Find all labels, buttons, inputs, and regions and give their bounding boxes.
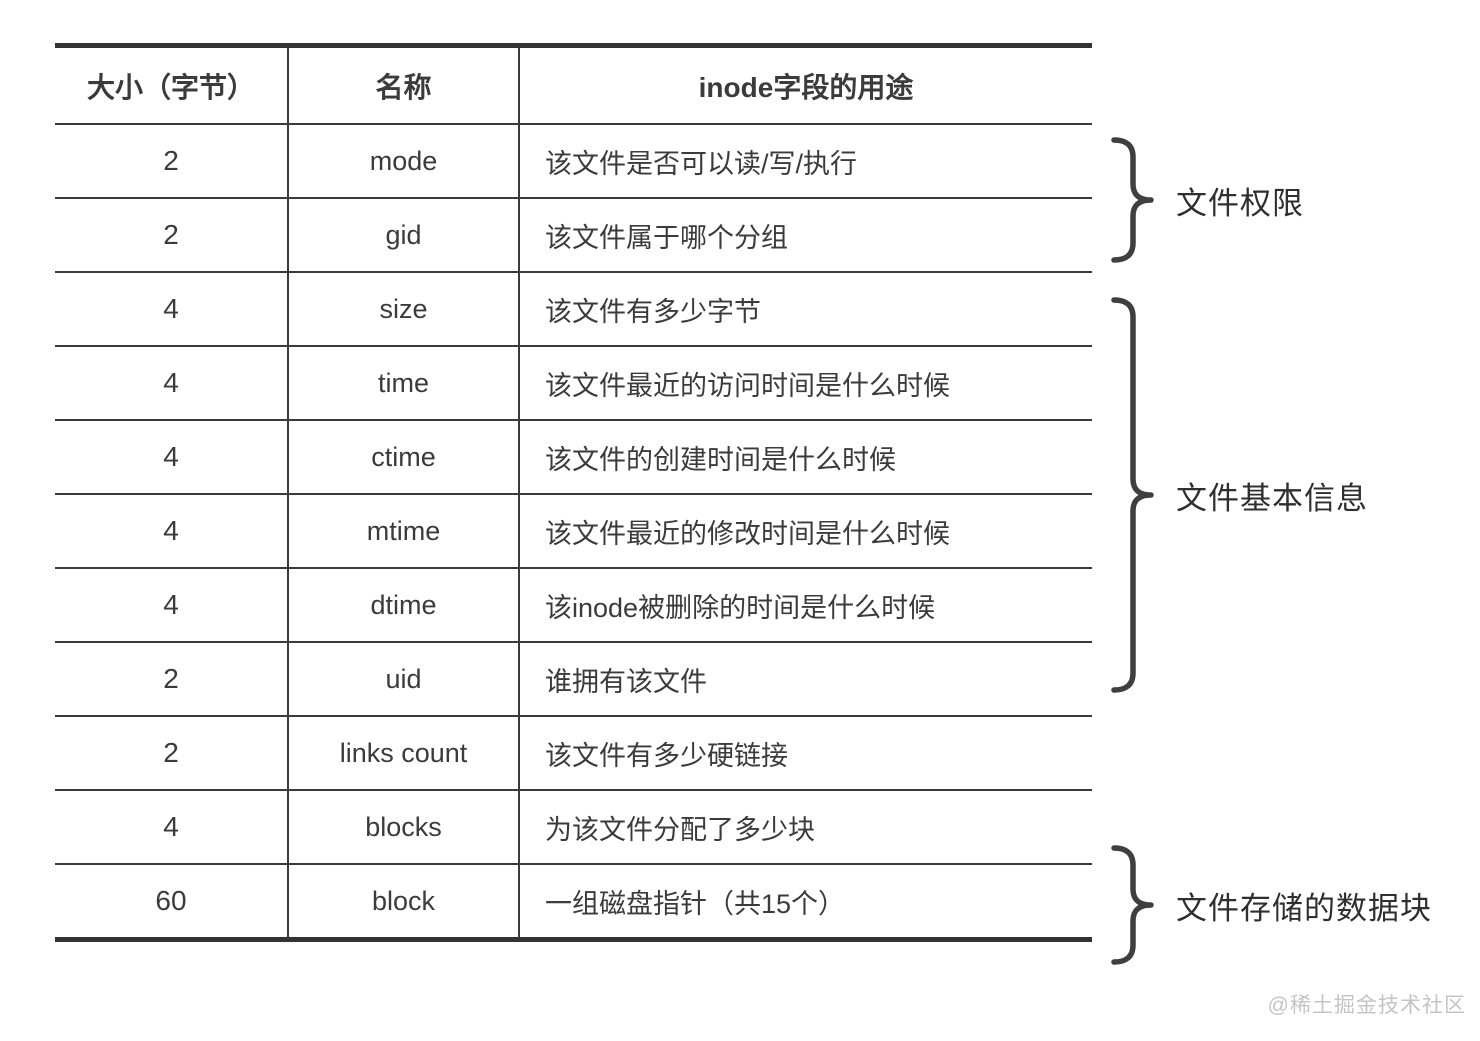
annotation-label: 文件权限 [1176, 185, 1304, 221]
size-cell: 4 [55, 568, 289, 643]
name-cell: uid [288, 642, 520, 717]
purpose-cell: 该文件是否可以读/写/执行 [519, 124, 1092, 199]
table-row: 4 ctime 该文件的创建时间是什么时候 [55, 420, 1092, 495]
watermark: @稀土掘金技术社区 [1267, 994, 1466, 1017]
curly-brace-icon [1111, 845, 1154, 965]
purpose-cell: 为该文件分配了多少块 [519, 790, 1092, 865]
table-row: 2 gid 该文件属于哪个分组 [55, 198, 1092, 273]
annotation-file-data-blocks: 文件存储的数据块 [1108, 845, 1432, 965]
table-row: 4 mtime 该文件最近的修改时间是什么时候 [55, 494, 1092, 569]
purpose-cell: 该文件最近的修改时间是什么时候 [519, 494, 1092, 569]
curly-brace-icon [1111, 137, 1154, 263]
table-row: 4 dtime 该inode被删除的时间是什么时候 [55, 568, 1092, 643]
name-cell: links count [288, 716, 520, 791]
size-cell: 60 [55, 864, 289, 941]
table-row: 2 mode 该文件是否可以读/写/执行 [55, 124, 1092, 199]
name-cell: size [288, 272, 520, 347]
name-cell: mtime [288, 494, 520, 569]
size-cell: 2 [55, 198, 289, 273]
header-size: 大小（字节） [55, 45, 289, 125]
header-purpose: inode字段的用途 [519, 45, 1092, 125]
size-cell: 4 [55, 272, 289, 347]
table-row: 2 links count 该文件有多少硬链接 [55, 716, 1092, 791]
name-cell: block [288, 864, 520, 941]
annotation-file-permissions: 文件权限 [1108, 137, 1304, 263]
name-cell: time [288, 346, 520, 421]
annotation-label: 文件存储的数据块 [1176, 890, 1432, 926]
purpose-cell: 一组磁盘指针（共15个） [519, 864, 1092, 941]
size-cell: 2 [55, 124, 289, 199]
inode-fields-table: 大小（字节） 名称 inode字段的用途 2 mode 该文件是否可以读/写/执… [55, 43, 1092, 942]
table-row: 4 time 该文件最近的访问时间是什么时候 [55, 346, 1092, 421]
size-cell: 4 [55, 494, 289, 569]
name-cell: blocks [288, 790, 520, 865]
table-row: 4 size 该文件有多少字节 [55, 272, 1092, 347]
annotation-label: 文件基本信息 [1176, 480, 1368, 516]
table-header-row: 大小（字节） 名称 inode字段的用途 [55, 45, 1092, 125]
size-cell: 4 [55, 420, 289, 495]
annotation-file-basic-info: 文件基本信息 [1108, 297, 1368, 693]
table-row: 4 blocks 为该文件分配了多少块 [55, 790, 1092, 865]
purpose-cell: 该文件有多少硬链接 [519, 716, 1092, 791]
curly-brace-icon [1111, 297, 1154, 693]
size-cell: 4 [55, 346, 289, 421]
purpose-cell: 谁拥有该文件 [519, 642, 1092, 717]
header-name: 名称 [288, 45, 520, 125]
purpose-cell: 该文件有多少字节 [519, 272, 1092, 347]
purpose-cell: 该文件的创建时间是什么时候 [519, 420, 1092, 495]
name-cell: mode [288, 124, 520, 199]
size-cell: 2 [55, 716, 289, 791]
name-cell: gid [288, 198, 520, 273]
table-row: 2 uid 谁拥有该文件 [55, 642, 1092, 717]
size-cell: 2 [55, 642, 289, 717]
name-cell: dtime [288, 568, 520, 643]
purpose-cell: 该inode被删除的时间是什么时候 [519, 568, 1092, 643]
name-cell: ctime [288, 420, 520, 495]
size-cell: 4 [55, 790, 289, 865]
purpose-cell: 该文件属于哪个分组 [519, 198, 1092, 273]
purpose-cell: 该文件最近的访问时间是什么时候 [519, 346, 1092, 421]
table-row: 60 block 一组磁盘指针（共15个） [55, 864, 1092, 941]
